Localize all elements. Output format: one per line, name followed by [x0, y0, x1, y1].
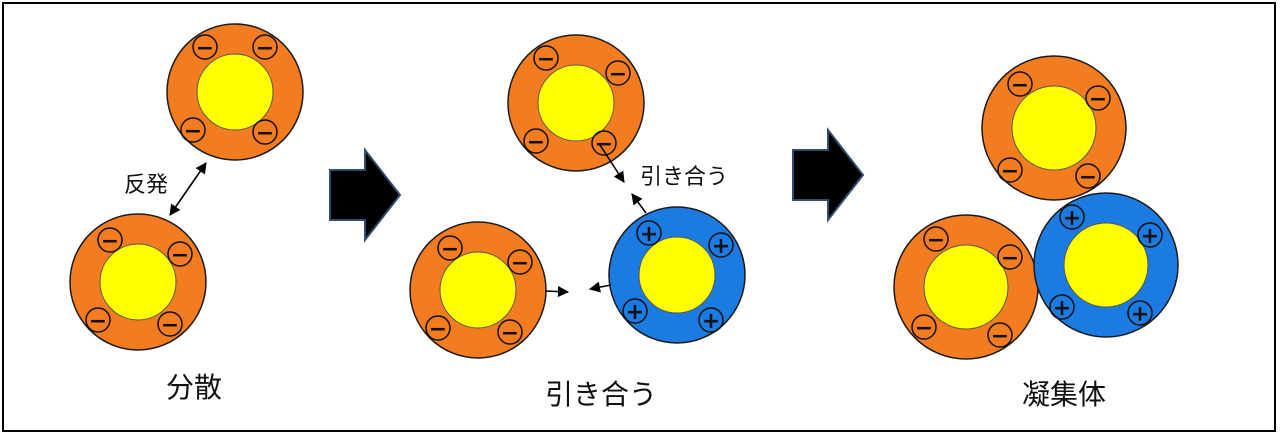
- particle-core: [439, 251, 517, 329]
- particle-core: [537, 64, 615, 142]
- negative-charge-icon: −: [987, 322, 1013, 349]
- particle-core: [99, 243, 177, 321]
- svg-text:−: −: [915, 316, 933, 341]
- negative-charge-icon: −: [605, 60, 631, 87]
- negative-charge-icon: −: [507, 249, 533, 276]
- svg-text:−: −: [161, 313, 179, 338]
- negative-charge-icon: −: [97, 227, 123, 254]
- negative-charge-icon: −: [533, 45, 559, 72]
- svg-text:−: −: [511, 251, 529, 276]
- step-arrow-2: [792, 127, 865, 223]
- attraction-arrow-right: [631, 193, 647, 214]
- positive-charge-icon: +: [698, 307, 724, 334]
- particle-middle-top: − − − −: [507, 34, 645, 172]
- svg-text:−: −: [991, 324, 1009, 349]
- repulsion-arrow: [169, 162, 207, 216]
- positive-charge-icon: +: [1049, 294, 1075, 321]
- particle-middle-positive: + + + +: [608, 206, 746, 344]
- positive-charge-icon: +: [622, 298, 648, 325]
- svg-text:+: +: [1063, 206, 1081, 231]
- attraction-arrow-top: [599, 144, 625, 183]
- positive-charge-icon: +: [1137, 222, 1163, 249]
- svg-text:−: −: [429, 317, 447, 342]
- svg-text:−: −: [609, 62, 627, 87]
- svg-text:+: +: [712, 234, 730, 259]
- svg-text:−: −: [184, 119, 202, 144]
- attraction-arrow-left: [544, 285, 570, 298]
- repulsion-label: 反発: [124, 173, 168, 198]
- particle-core: [1011, 85, 1097, 171]
- positive-charge-icon: +: [1059, 204, 1085, 231]
- particle-core: [196, 53, 274, 131]
- particle-middle-left: − − − −: [409, 221, 547, 359]
- particle-core: [923, 244, 1009, 330]
- negative-charge-icon: −: [923, 226, 949, 253]
- negative-charge-icon: −: [497, 319, 523, 346]
- particle-aggregate-left: − − − −: [893, 214, 1039, 360]
- svg-text:+: +: [702, 309, 720, 334]
- negative-charge-icon: −: [1007, 71, 1033, 98]
- attraction-label: 引き合う: [640, 165, 728, 190]
- svg-text:+: +: [1141, 224, 1159, 249]
- svg-text:+: +: [626, 300, 644, 325]
- svg-text:−: −: [256, 36, 274, 61]
- svg-text:−: −: [1079, 165, 1097, 190]
- svg-text:−: −: [537, 47, 555, 72]
- svg-text:+: +: [1053, 296, 1071, 321]
- negative-charge-icon: −: [167, 241, 193, 268]
- negative-charge-icon: −: [523, 128, 549, 155]
- negative-charge-icon: −: [997, 244, 1023, 271]
- caption-dispersion: 分散: [166, 371, 222, 404]
- svg-text:−: −: [256, 121, 274, 146]
- caption-aggregate: 凝集体: [1022, 378, 1106, 411]
- caption-attraction: 引き合う: [545, 378, 657, 411]
- positive-charge-icon: +: [1127, 300, 1153, 327]
- positive-charge-icon: +: [636, 220, 662, 247]
- svg-text:−: −: [196, 36, 214, 61]
- svg-text:−: −: [1001, 159, 1019, 184]
- particle-core: [638, 236, 716, 314]
- svg-text:−: −: [1011, 73, 1029, 98]
- negative-charge-icon: −: [180, 117, 206, 144]
- positive-charge-icon: +: [708, 232, 734, 259]
- particle-dispersed-bottom: − − − −: [69, 213, 207, 351]
- svg-text:−: −: [927, 228, 945, 253]
- negative-charge-icon: −: [425, 315, 451, 342]
- svg-text:−: −: [1089, 87, 1107, 112]
- negative-charge-icon: −: [1075, 163, 1101, 190]
- negative-charge-icon: −: [85, 307, 111, 334]
- negative-charge-icon: −: [997, 157, 1023, 184]
- negative-charge-icon: −: [591, 130, 617, 157]
- svg-text:−: −: [101, 229, 119, 254]
- svg-text:−: −: [595, 132, 613, 157]
- negative-charge-icon: −: [1085, 85, 1111, 112]
- particle-aggregate-top: − − − −: [981, 55, 1127, 201]
- svg-text:−: −: [89, 309, 107, 334]
- negative-charge-icon: −: [252, 119, 278, 146]
- svg-text:−: −: [527, 130, 545, 155]
- particle-core: [1063, 222, 1149, 308]
- particle-aggregate-positive: + + + +: [1033, 192, 1179, 338]
- particle-layer: − − − − − − − − − − − − − − − − + + + + − − − − − − − − + + + +: [69, 23, 1179, 360]
- negative-charge-icon: −: [911, 314, 937, 341]
- step-arrow-1: [329, 147, 402, 243]
- svg-text:+: +: [1131, 302, 1149, 327]
- negative-charge-icon: −: [192, 34, 218, 61]
- svg-text:−: −: [501, 321, 519, 346]
- svg-text:+: +: [640, 222, 658, 247]
- svg-text:−: −: [1001, 246, 1019, 271]
- negative-charge-icon: −: [157, 311, 183, 338]
- negative-charge-icon: −: [252, 34, 278, 61]
- svg-text:−: −: [171, 243, 189, 268]
- svg-text:−: −: [441, 237, 459, 262]
- particle-dispersed-top: − − − −: [166, 23, 304, 161]
- attraction-arrow-mid: [588, 281, 612, 293]
- negative-charge-icon: −: [437, 235, 463, 262]
